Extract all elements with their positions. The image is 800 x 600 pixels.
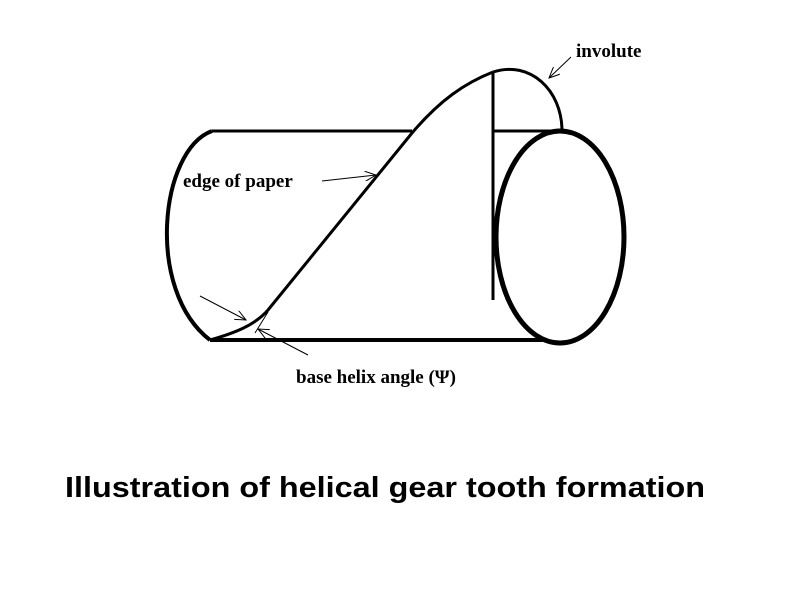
base-helix-angle-label: base helix angle (Ψ) [296, 367, 456, 388]
involute-arrow [549, 56, 572, 78]
helix-angle-arrow-lower [258, 329, 309, 356]
helix-angle-arrow-upper [199, 295, 246, 320]
edge-of-paper-label: edge of paper [183, 171, 293, 192]
edge-of-paper-arrow [321, 175, 376, 182]
involute-curve [492, 67, 564, 132]
helix-angle-tangent-tick [254, 311, 269, 334]
paper-edge-helix-curve [209, 70, 494, 342]
involute-label: involute [576, 41, 641, 62]
cylinder-left-edge [164, 129, 213, 342]
cylinder-end-face [493, 128, 627, 346]
diagram-title: Illustration of helical gear tooth forma… [65, 472, 705, 504]
